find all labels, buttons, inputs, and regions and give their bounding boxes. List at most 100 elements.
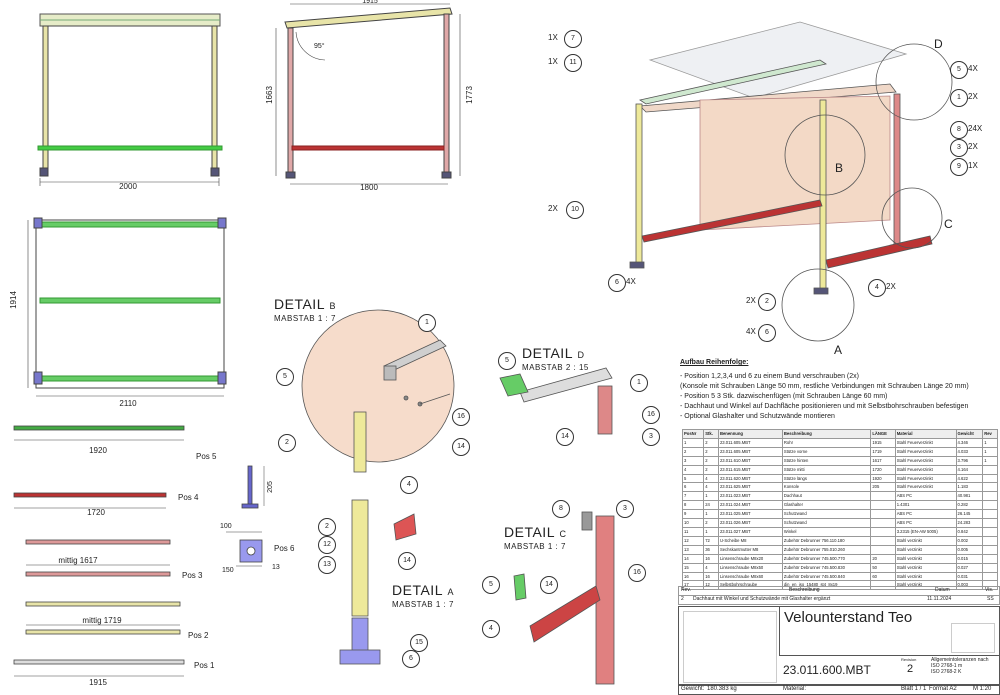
bom-header-row: PosNr Stk. Benennung Beschreibung LÄNGE … (681, 429, 998, 439)
bom-cell: Stahl Feuerverzinkt (894, 446, 957, 457)
dim-angle: 95° (314, 42, 325, 50)
bom-cell: 14 (681, 553, 705, 564)
bom-table: PosNr Stk. Benennung Beschreibung LÄNGE … (681, 429, 998, 591)
drawing-title: Velounterstand Teo (784, 609, 913, 626)
tolerances: Allgemeintoleranzen nach ISO 2768-1 m IS… (931, 657, 989, 675)
bom-cell: 2 (703, 518, 719, 528)
bom-cell: 36 (703, 544, 719, 555)
bom-cell: 1719 (870, 446, 896, 457)
bom-cell: 1617 (870, 455, 896, 466)
side-view (275, 3, 461, 185)
assembly-line: (Konsole mit Schrauben Länge 50 mm, rest… (680, 383, 969, 390)
detail-balloon: 1 (418, 314, 436, 332)
bom-cell: Stütze mitti (781, 464, 872, 475)
bom-cell: 1915 (870, 437, 896, 448)
bom-cell: 4.033 (955, 446, 984, 457)
balloon-qty: 4X (746, 327, 756, 336)
balloon-qty: 2X (886, 282, 896, 291)
detail-balloon: 5 (276, 368, 294, 386)
bom-cell: Rohr (781, 437, 872, 448)
bom-cell: Zubehör Debrunner 755.010.260 (781, 544, 872, 555)
balloon-qty: 2X (746, 296, 756, 305)
logo-box (951, 623, 995, 653)
bom-cell: 2 (703, 446, 719, 457)
bom-cell: 17 (681, 580, 705, 591)
bom-cell: Zubehör Debrunner 745.500.840 (781, 571, 872, 582)
bom-cell: 60 (870, 571, 896, 582)
bom-cell: 1920 (870, 473, 896, 484)
bom-cell: 0.002 (955, 535, 984, 546)
bom-cell: ABS PC (894, 491, 957, 502)
bom-cell: 23.011.024.MBT (717, 500, 783, 511)
bom-cell: 2 (703, 464, 719, 475)
bom-cell: 12 (681, 535, 705, 546)
detail-balloon: 14 (556, 428, 574, 446)
detail-balloon: 12 (318, 536, 336, 554)
bom-cell: 0.015 (955, 553, 984, 564)
bom-cell: 16 (703, 553, 719, 564)
bom-cell: Winkel (781, 526, 872, 537)
bom-cell: 15 (681, 562, 705, 573)
detail-a-title: DETAIL A MABSTAB 1 : 7 (392, 582, 454, 609)
bom-cell: Zubehör Debrunner 745.500.830 (781, 562, 872, 573)
balloon-qty: 2X (968, 92, 978, 101)
pos6-hole-dia: 13 (272, 564, 280, 571)
bom-cell: 23.011.615.MBT (717, 464, 783, 475)
iso-letter-a: A (834, 343, 842, 357)
revision-row: 2 Dachhaut mit Winkel und Schutzwände mi… (678, 595, 1000, 605)
dim-side-height-back: 1773 (465, 86, 474, 104)
bracket-height: 205 (267, 481, 274, 493)
detail-balloon: 5 (498, 352, 516, 370)
balloon-qty: 1X (548, 57, 558, 66)
pos3-label: Pos 3 (182, 571, 203, 580)
pos1-length: 1915 (89, 678, 107, 687)
bom-cell (870, 491, 896, 502)
bom-cell: 1 (681, 437, 705, 448)
bom-cell: Stahl verzinkt (894, 544, 957, 555)
bom-cell: 4 (681, 464, 705, 475)
bom-cell: 23.011.605.MBT (717, 437, 783, 448)
iso-letter-d: D (934, 37, 943, 51)
front-view (37, 13, 223, 186)
bom-cell (982, 464, 998, 475)
bom-cell: Stahl Feuerverzinkt (894, 455, 957, 466)
bom-cell: 4.164 (955, 464, 984, 475)
isometric-assembly (629, 21, 953, 342)
assembly-line: - Optional Glashalter und Schutzwände mo… (680, 413, 835, 420)
balloon: 3 (950, 139, 968, 157)
detail-b (301, 309, 455, 473)
assembly-heading: Aufbau Reihenfolge: (680, 359, 749, 366)
part-profiles (13, 425, 265, 677)
bom-cell (982, 482, 998, 493)
bom-cell (982, 571, 998, 582)
bom-cell: 1.4301 (894, 500, 957, 511)
revision-number: 2 (907, 663, 914, 675)
bom-cell: Linsenschraube M8x20 (717, 553, 783, 564)
balloon-qty: 1X (968, 161, 978, 170)
detail-balloon: 6 (402, 650, 420, 668)
dim-front-width: 2000 (119, 182, 137, 191)
bom-cell: 0.282 (955, 500, 984, 511)
bom-cell: Stahl Feuerverzinkt (894, 437, 957, 448)
pos5-label: Pos 5 (196, 452, 217, 461)
detail-balloon: 14 (398, 552, 416, 570)
plan-view (27, 217, 227, 397)
detail-d (499, 367, 613, 435)
bom-cell (982, 553, 998, 564)
detail-balloon: 4 (400, 476, 418, 494)
bom-cell: 2 (703, 455, 719, 466)
detail-balloon: 16 (452, 408, 470, 426)
bom-cell: 4 (703, 473, 719, 484)
bom-cell: Konsole (781, 482, 872, 493)
